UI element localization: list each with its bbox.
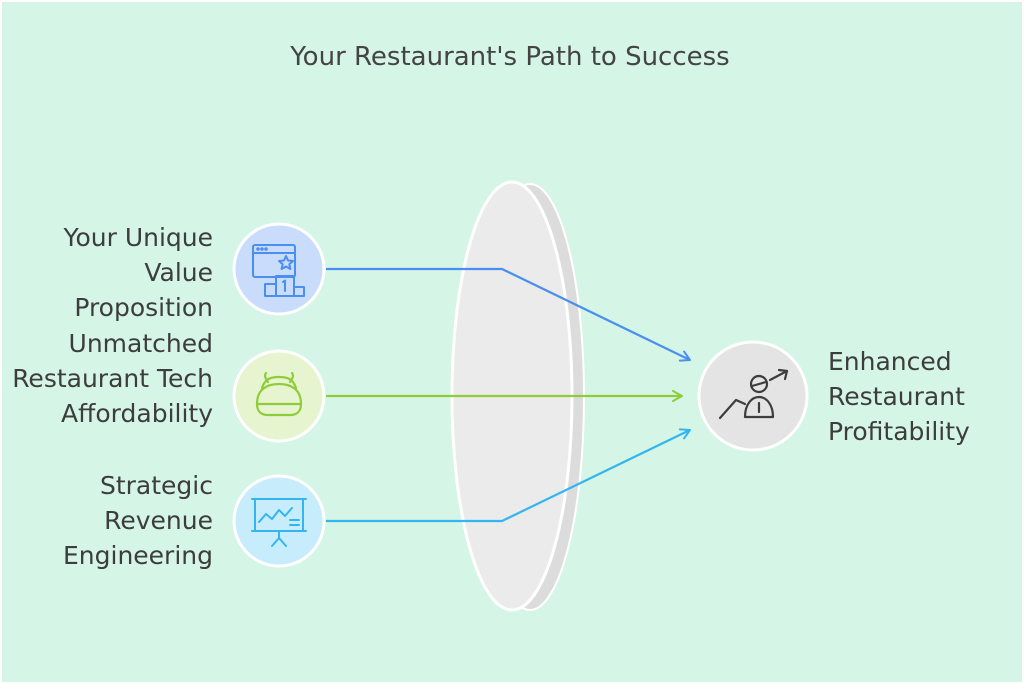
input-label-tech-affordability: Unmatched Restaurant Tech Affordability (12, 329, 213, 428)
connector-line-revenue-engineering (326, 428, 691, 523)
input-label-value-proposition: Your Unique Value Proposition (63, 223, 214, 322)
input-label-revenue-engineering: Strategic Revenue Engineering (63, 471, 213, 570)
connector-line-value-proposition (326, 267, 691, 362)
serving-cloche-icon (232, 349, 326, 443)
diagram-title: Your Restaurant's Path to Success (290, 42, 730, 72)
person-growth-icon (697, 340, 809, 452)
output-label: Enhanced Restaurant Profitability (828, 347, 970, 446)
presentation-chart-icon (232, 474, 326, 568)
award-podium-icon (232, 222, 326, 316)
